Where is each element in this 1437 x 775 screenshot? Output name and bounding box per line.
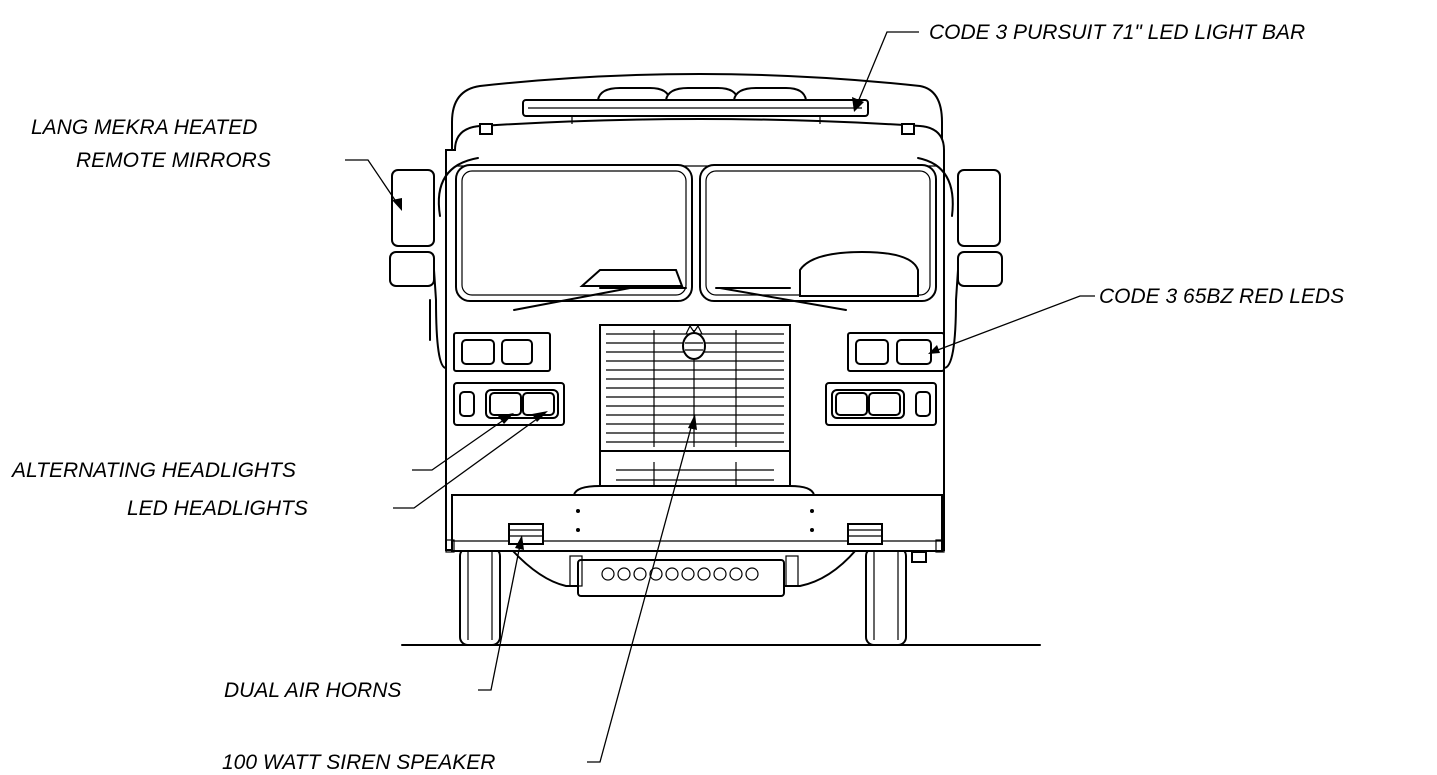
cab-logo [682, 324, 706, 360]
leader-light-bar [852, 31, 919, 112]
callout-mirrors-line1: LANG MEKRA HEATED [31, 116, 257, 139]
leader-siren-speaker [587, 414, 697, 763]
leader-mirrors [345, 159, 402, 211]
air-horn-right [847, 523, 883, 545]
air-horn-left [508, 523, 544, 545]
headlight-cluster-left [453, 382, 565, 426]
left-tire [459, 547, 501, 646]
callout-red-leds: CODE 3 65BZ RED LEDS [1099, 285, 1344, 308]
leader-red-leds [928, 295, 1095, 354]
mirror-left [389, 157, 479, 369]
callout-led-headlights: LED HEADLIGHTS [127, 497, 308, 520]
leader-air-horns [478, 535, 524, 691]
callout-air-horns: DUAL AIR HORNS [224, 679, 401, 702]
leader-alternating-headlights [412, 413, 514, 471]
callout-alternating-headlights: ALTERNATING HEADLIGHTS [10, 459, 296, 482]
headlight-cluster-right [825, 382, 937, 426]
tow-holes [601, 567, 759, 581]
light-bar [522, 87, 869, 124]
grille [599, 324, 791, 496]
windshield-left [455, 164, 693, 302]
wipers [513, 269, 847, 311]
red-led-panel-right [847, 332, 945, 372]
dash-box [799, 250, 919, 297]
right-tire [865, 547, 907, 646]
callout-light-bar: CODE 3 PURSUIT 71" LED LIGHT BAR [929, 21, 1305, 44]
red-led-panel-left [453, 332, 551, 372]
roof-marker-right [901, 123, 915, 135]
callout-mirrors-line2: REMOTE MIRRORS [76, 149, 271, 172]
tow-frame [511, 549, 857, 597]
mirror-right [917, 157, 1003, 369]
callout-siren-speaker: 100 WATT SIREN SPEAKER [222, 751, 495, 774]
leader-led-headlights [393, 411, 548, 509]
roof-marker-left [479, 123, 493, 135]
